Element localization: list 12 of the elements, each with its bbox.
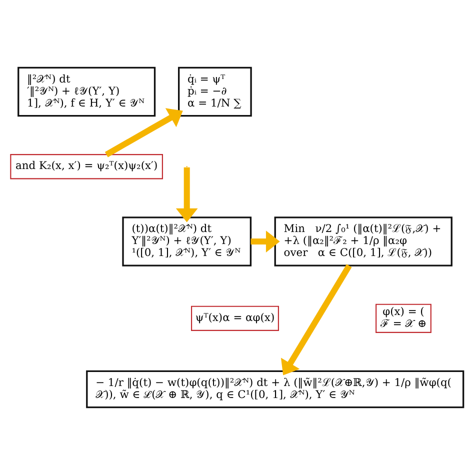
node-box: q̇ᵢ = ψᵀ ṗᵢ = −∂ α = 1/N ∑ <box>178 66 252 116</box>
node-box: Min ν/2 ∫₀¹ (‖α(t)‖²ℒ(𝔉,𝒳) + +λ (‖α₂‖²ℱ₂ + 1/ρ ‖α₂φ over α ∈ C([0, 1], ℒ(𝔉, 𝒳)) <box>274 216 452 266</box>
arrow <box>280 264 352 375</box>
arrow <box>104 108 183 157</box>
node-box: ‖²𝒳ᴺ) dt ′‖²𝒴ᴺ) + ℓ𝒴(Y′, Y) 1], 𝒳ᴺ), f ∈ H, Y′ ∈ 𝒴ᴺ <box>18 66 156 116</box>
node-box: ψᵀ(x)α = αφ(x) <box>191 305 279 330</box>
arrow <box>250 230 280 252</box>
node-box: (t))α(t)‖²𝒳ᴺ) dt Y′‖²𝒴ᴺ) + ℓ𝒴(Y′, Y) ¹([0, 1], 𝒳ᴺ), Y′ ∈ 𝒴ᴺ <box>122 216 252 266</box>
node-box: − 1/r ‖q̇(t) − w(t)φ(q(t))‖²𝒳ᴺ) dt + λ (‖w̃‖²ℒ(𝒳⊕ℝ,𝒴) + 1/ρ ‖w̃φ(q( 𝒳)), w̃ ∈ ℒ(𝒳 ⊕ ℝ, 𝒴), q ∈ C¹([0, 1], 𝒳ᴺ), Y′ ∈ 𝒴ᴺ <box>86 370 464 408</box>
node-box: φ(x) = ( ℱ = 𝒳 ⊕ <box>376 303 432 332</box>
node-box: and K₂(x, x′) = ψ₂ᵀ(x)ψ₂(x′) <box>10 154 163 179</box>
arrow <box>176 166 198 222</box>
